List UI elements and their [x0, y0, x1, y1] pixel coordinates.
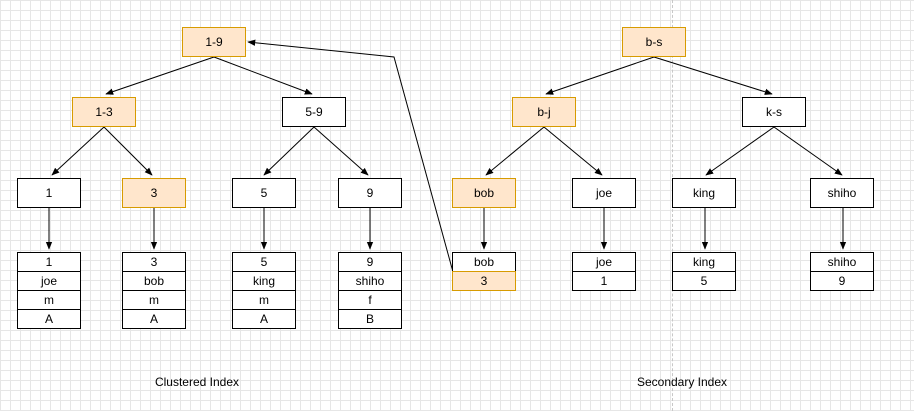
row-cell-id: 3	[122, 252, 186, 272]
row-cell-key: shiho	[810, 252, 874, 272]
edge-5-9-to-5	[263, 126, 315, 176]
clustered-leaf-node-1: 1	[17, 178, 81, 208]
secondary-index-caption: Secondary Index	[636, 375, 728, 389]
edge-1-3-to-1	[51, 126, 105, 176]
row-cell-id: 1	[17, 252, 81, 272]
row-cell-grade: A	[232, 309, 296, 329]
edge-b-j-to-joe	[543, 126, 603, 176]
secondary-leaf-node-shiho: shiho	[810, 178, 874, 208]
row-cell-name: joe	[17, 271, 81, 291]
secondary-mid-node-k-s: k-s	[742, 97, 806, 127]
clustered-leaf-node-5: 5	[232, 178, 296, 208]
edge-1-3-to-3	[103, 126, 153, 176]
clustered-mid-node-5-9: 5-9	[282, 97, 346, 127]
clustered-mid-node-1-3: 1-3	[72, 97, 136, 127]
edge-lookup-to-clustered-root	[247, 39, 454, 273]
row-cell-grade: A	[17, 309, 81, 329]
secondary-root-node: b-s	[622, 27, 686, 57]
row-cell-name: bob	[122, 271, 186, 291]
row-cell-key: king	[672, 252, 736, 272]
row-cell-primary-key: 1	[572, 271, 636, 291]
row-cell-gender: m	[17, 290, 81, 310]
row-cell-id: 5	[232, 252, 296, 272]
clustered-leaf-node-3: 3	[122, 178, 186, 208]
edge-5-9-to-9	[313, 126, 369, 176]
secondary-mid-node-b-j: b-j	[512, 97, 576, 127]
edge-root-to-5-9	[213, 56, 313, 95]
edge-k-s-to-shiho	[773, 126, 843, 176]
edge-root-to-b-j	[545, 56, 655, 95]
row-cell-name: shiho	[338, 271, 402, 291]
row-cell-key: joe	[572, 252, 636, 272]
clustered-index-caption: Clustered Index	[154, 375, 240, 389]
row-cell-gender: m	[232, 290, 296, 310]
secondary-leaf-node-joe: joe	[572, 178, 636, 208]
edge-root-to-1-3	[105, 56, 215, 95]
secondary-leaf-node-king: king	[672, 178, 736, 208]
row-cell-primary-key: 9	[810, 271, 874, 291]
row-cell-name: king	[232, 271, 296, 291]
row-cell-grade: A	[122, 309, 186, 329]
clustered-root-node: 1-9	[182, 27, 246, 57]
row-cell-primary-key: 5	[672, 271, 736, 291]
secondary-leaf-node-bob: bob	[452, 178, 516, 208]
edge-b-j-to-bob	[485, 126, 545, 176]
row-cell-primary-key: 3	[452, 271, 516, 291]
clustered-leaf-node-9: 9	[338, 178, 402, 208]
row-cell-gender: m	[122, 290, 186, 310]
edge-k-s-to-king	[705, 126, 775, 176]
row-cell-gender: f	[338, 290, 402, 310]
row-cell-grade: B	[338, 309, 402, 329]
row-cell-key: bob	[452, 252, 516, 272]
row-cell-id: 9	[338, 252, 402, 272]
